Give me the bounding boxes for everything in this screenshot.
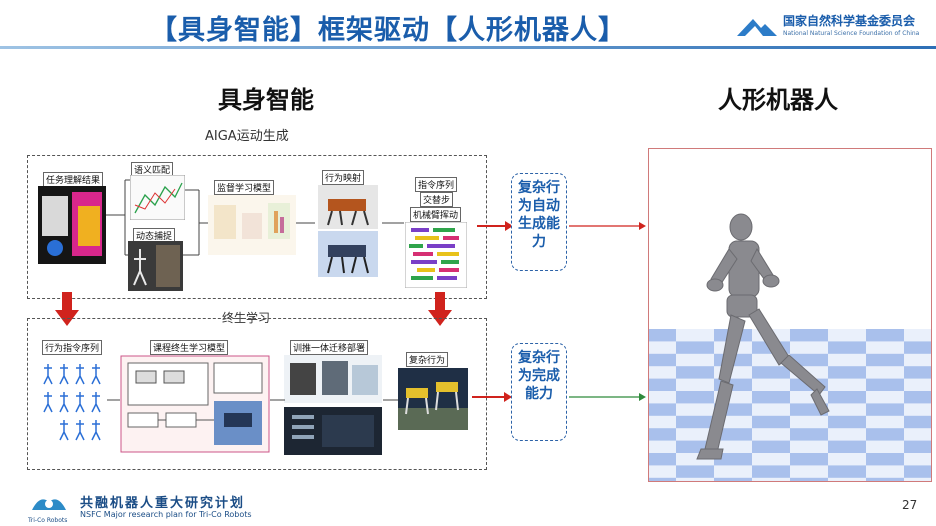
header-divider [0, 46, 936, 49]
completion-capability-box: 复杂行为完成能力 [511, 343, 567, 441]
complex-behavior-image [398, 368, 468, 430]
embodied-intelligence-heading: 具身智能 [218, 86, 314, 114]
alternating-step-label: 交替步 [420, 192, 454, 207]
arrow-to-robot-bottom [569, 393, 646, 401]
behavior-instruction-figures [38, 356, 110, 444]
top-flow-connectors [105, 179, 404, 256]
arrow-to-robot-top [569, 222, 646, 230]
org-name-cn: 国家自然科学基金委员会 [783, 14, 916, 28]
motion-capture-image [128, 241, 183, 291]
lifelong-learning-frame [27, 318, 487, 470]
arrow-to-capability-top [477, 221, 513, 231]
semantic-matching-chart [130, 175, 185, 220]
slide-title: 【具身智能】框架驱动【人形机器人】 [150, 15, 626, 46]
humanoid-robot-heading: 人形机器人 [718, 86, 838, 114]
deployment-images [284, 355, 382, 455]
arrow-to-capability-bottom [472, 392, 512, 402]
supervised-model-label: 监督学习模型 [214, 180, 275, 195]
org-name-en: National Natural Science Foundation of C… [783, 30, 920, 37]
humanoid-simulation-view [648, 148, 932, 482]
supervised-model-figure [208, 195, 296, 255]
instruction-sequence-bars [405, 222, 467, 288]
page-number: 27 [902, 498, 918, 512]
behavior-instruction-sequence-label: 行为指令序列 [42, 340, 103, 355]
behavior-mapping-label: 行为映射 [322, 170, 365, 185]
train-transfer-deploy-label: 训推一体迁移部署 [290, 340, 369, 355]
auto-generation-capability-text: 复杂行为自动生成能力 [518, 180, 560, 250]
humanoid-robot-render [649, 149, 931, 481]
auto-generation-capability-box: 复杂行为自动生成能力 [511, 173, 567, 271]
complex-behavior-label: 复杂行为 [406, 352, 449, 367]
tri-co-robots-logo-icon [32, 499, 66, 510]
tri-co-logo-text: Tri-Co Robots [28, 517, 68, 524]
nsfc-logo-icon [737, 19, 777, 36]
arm-swing-label: 机械臂挥动 [410, 207, 462, 222]
behavior-mapping-robots [318, 185, 378, 277]
completion-capability-text: 复杂行为完成能力 [518, 350, 560, 402]
curriculum-model-label: 课程终生学习模型 [150, 340, 229, 355]
bottom-flow-connectors [107, 399, 398, 401]
instruction-sequence-label: 指令序列 [415, 177, 458, 192]
footer-program-cn: 共融机器人重大研究计划 [80, 496, 246, 511]
aiga-section-label: AIGA运动生成 [205, 129, 289, 144]
task-understanding-image [38, 186, 106, 264]
footer-program-en: NSFC Major research plan for Tri-Co Robo… [80, 510, 252, 519]
task-understanding-label: 任务理解结果 [43, 172, 104, 187]
curriculum-model-diagram [120, 355, 270, 453]
